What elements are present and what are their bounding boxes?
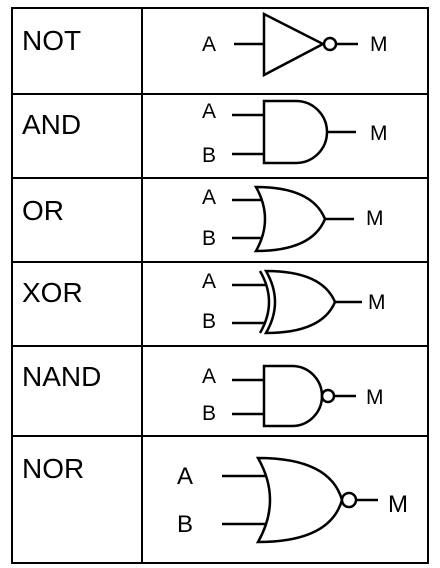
not-gate-symbol: A M <box>202 11 388 78</box>
input-label-b: B <box>202 144 216 167</box>
xor-extra-input-arc <box>258 270 271 334</box>
inversion-bubble <box>322 36 338 52</box>
output-label-m: M <box>368 291 386 314</box>
gate-name-and: AND <box>22 109 81 140</box>
nor-gate-body <box>255 456 344 544</box>
not-gate-body <box>262 11 326 78</box>
input-label-b: B <box>202 402 216 425</box>
nand-gate-symbol: A B M <box>202 364 384 428</box>
output-label-m: M <box>370 122 388 145</box>
or-gate-body <box>253 185 327 253</box>
output-label-m: M <box>366 207 384 230</box>
input-label-a: A <box>177 463 193 490</box>
gate-name-xor: XOR <box>22 277 83 308</box>
input-label-a: A <box>202 186 216 209</box>
xor-gate-symbol: A B M <box>202 269 386 335</box>
gate-name-or: OR <box>22 195 64 226</box>
input-label-a: A <box>202 270 216 293</box>
nor-gate-symbol: A B M <box>177 456 408 544</box>
and-gate-symbol: A B M <box>202 99 388 167</box>
input-label-b: B <box>177 511 193 538</box>
gate-name-not: NOT <box>22 25 81 56</box>
gate-name-nand: NAND <box>22 361 101 392</box>
inversion-bubble <box>320 388 336 404</box>
input-label-b: B <box>202 310 216 333</box>
or-gate-symbol: A B M <box>202 185 384 253</box>
nand-gate-body <box>262 364 324 428</box>
input-label-b: B <box>202 227 216 250</box>
input-label-a: A <box>202 365 216 388</box>
inversion-bubble <box>340 491 358 509</box>
table-grid <box>11 7 429 564</box>
input-label-a: A <box>202 33 216 56</box>
output-label-m: M <box>388 491 408 518</box>
input-label-a: A <box>202 100 216 123</box>
output-label-m: M <box>370 33 388 56</box>
table-border <box>11 7 429 564</box>
gate-name-nor: NOR <box>22 453 84 484</box>
xor-gate-body <box>263 269 337 335</box>
and-gate-body <box>262 99 329 165</box>
output-label-m: M <box>366 386 384 409</box>
